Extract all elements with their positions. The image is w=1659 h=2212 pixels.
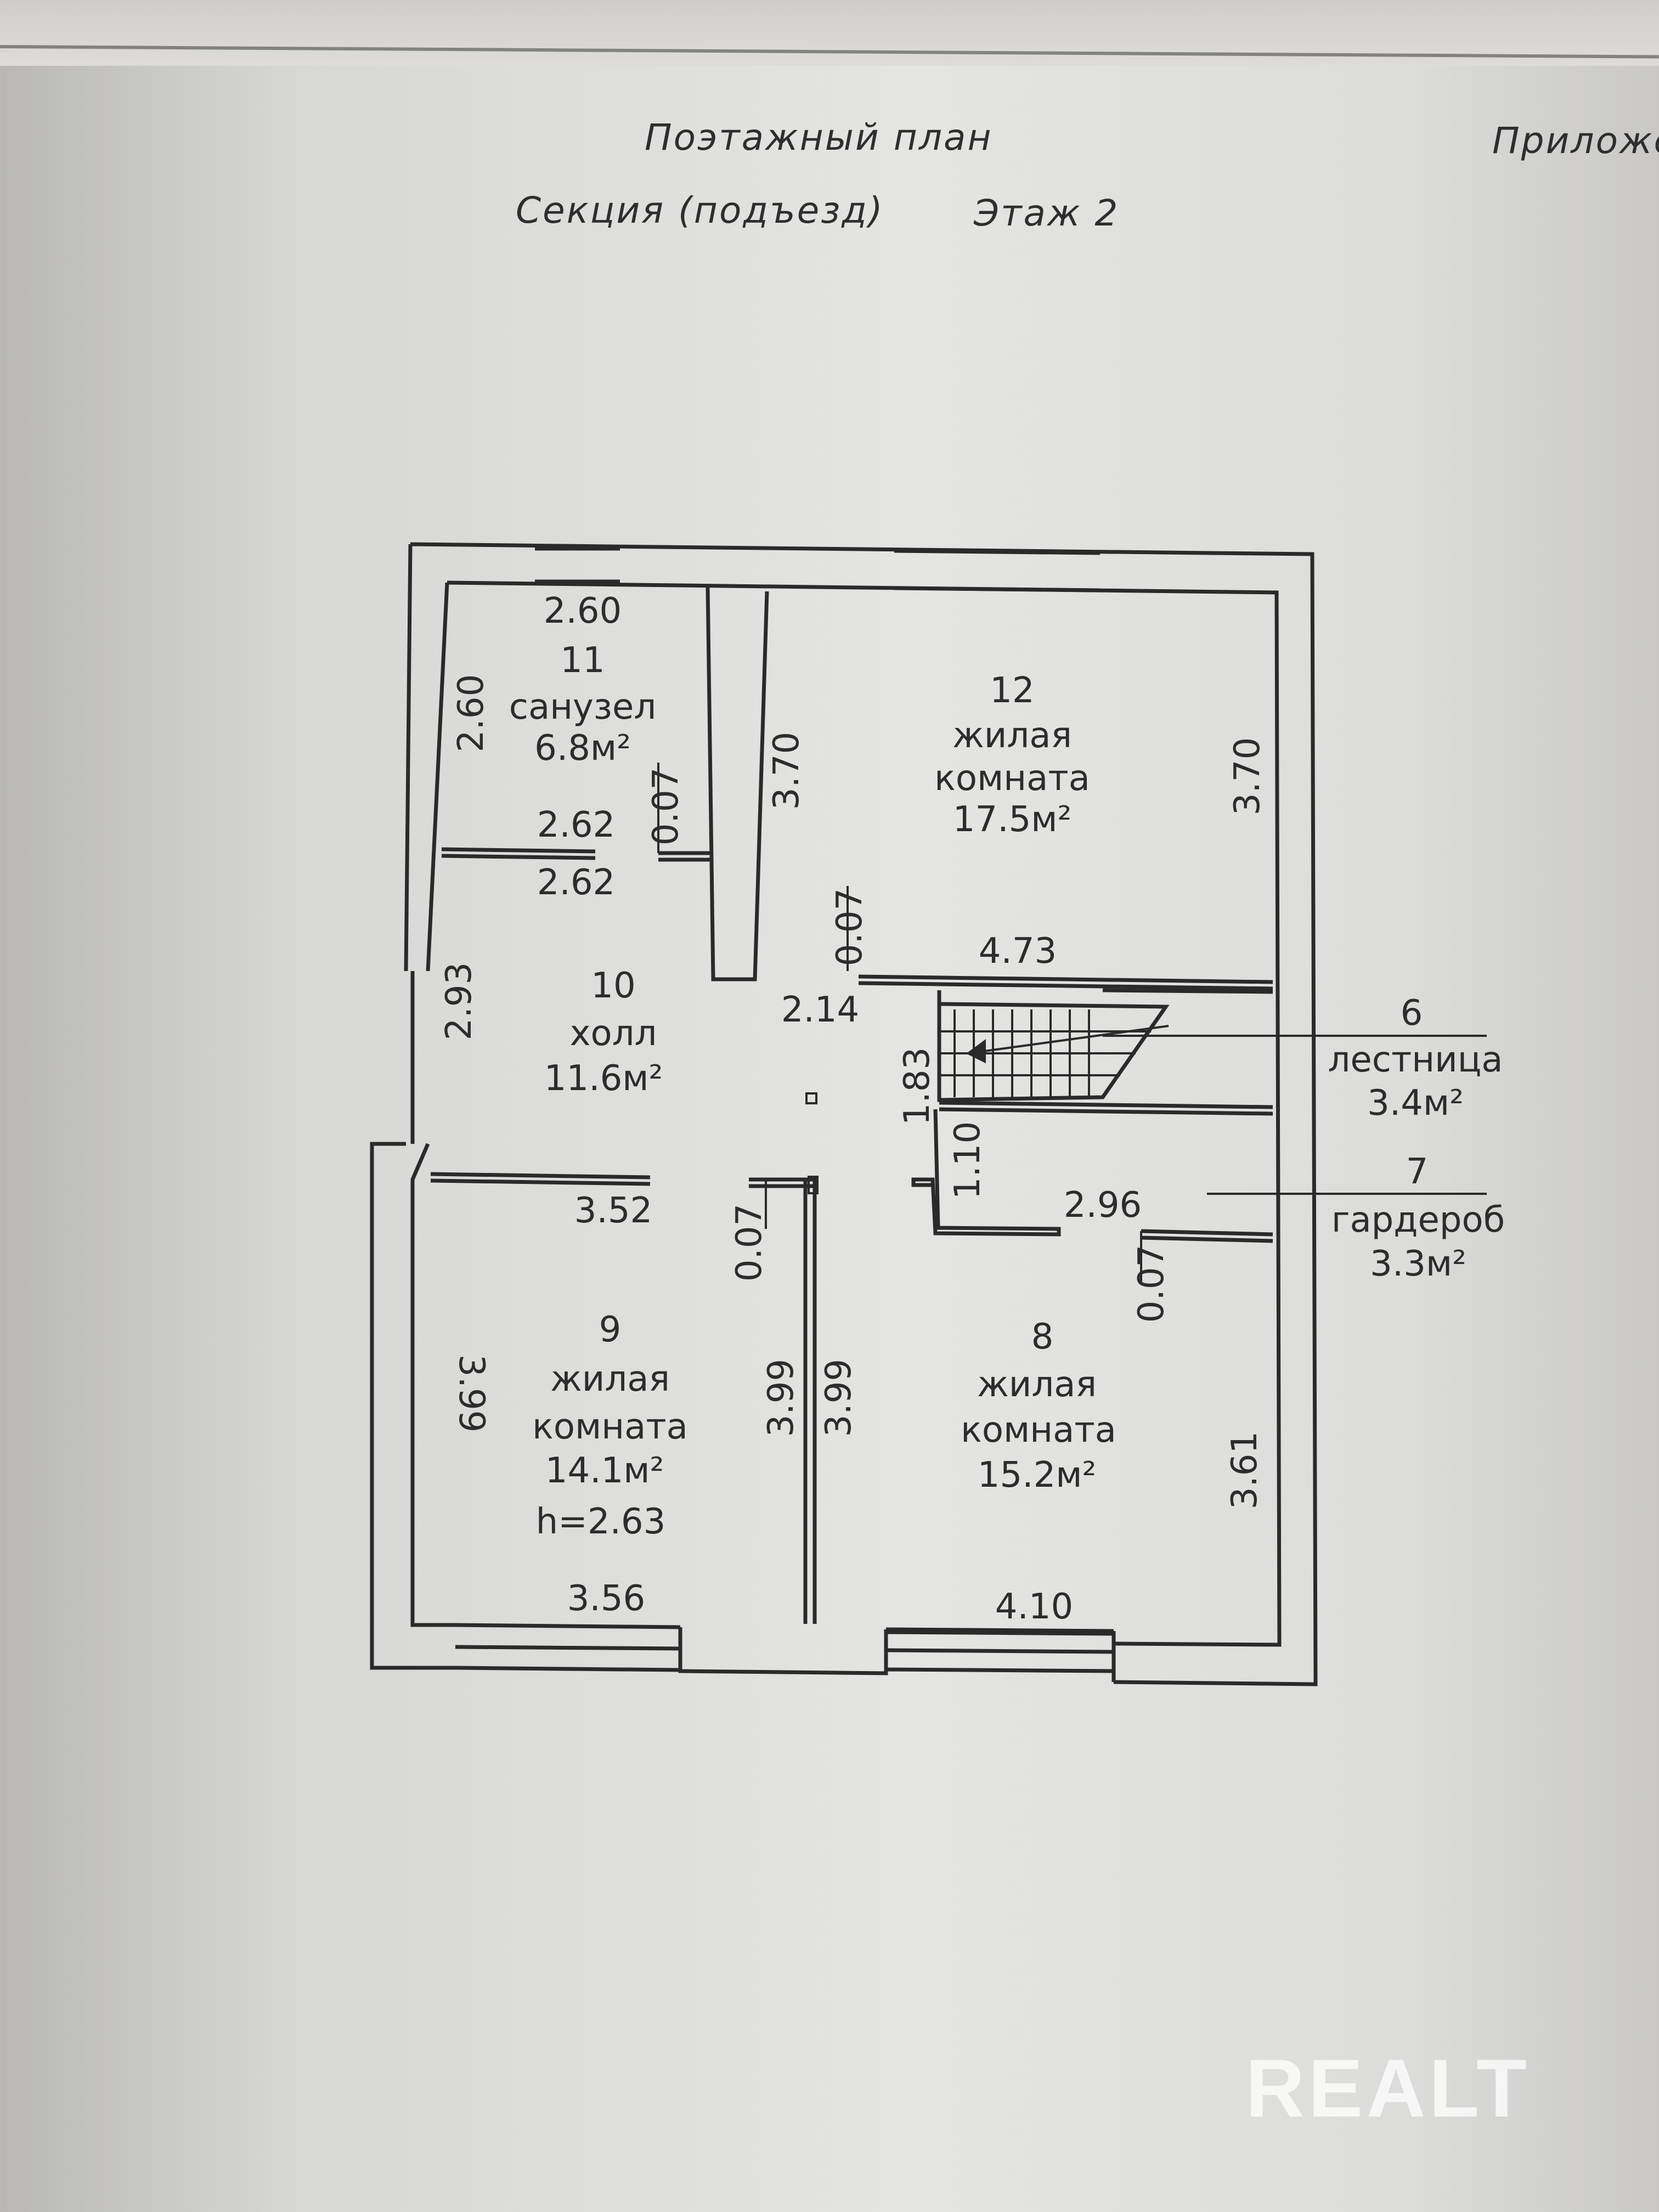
stair-steps [939,1009,1169,1097]
room12-name-2: комната [934,758,1090,799]
stair-outline [937,990,1170,1102]
stair-arrow-head [966,1039,986,1064]
room9-name-1: жилая [550,1359,670,1400]
corridor-marker [808,1176,819,1194]
room9-area: 14.1м² [545,1451,664,1491]
ventilation-marker [805,1092,817,1104]
dim-room12-bottom: 4.73 [979,931,1057,972]
bathroom-bottom-wall-b [441,854,596,860]
walls [370,542,1318,1686]
hall-bottom-wall-b [430,1178,651,1186]
room10-area: 11.6м² [544,1058,663,1099]
dim-hall-top: 2.62 [537,862,616,903]
dim-room8-bottom: 4.10 [995,1587,1074,1627]
dim-room8-right: 3.61 [1224,1431,1265,1510]
hall-bottom-wall [430,1172,651,1180]
window-bottom-2 [885,1648,1114,1654]
dim-room9-door: 0.07 [729,1204,770,1282]
outer-wall-outer [370,542,1318,1686]
window-top-2 [894,549,1101,555]
dim-hall-bottom: 3.52 [574,1190,653,1231]
dim-room9-bottom: 3.56 [567,1578,646,1619]
dim-room8-left: 3.99 [819,1359,859,1437]
bathroom-right-wall [706,586,769,981]
room12-number: 12 [990,670,1034,711]
closet-wall [911,1109,1061,1237]
dim-stair: 1.83 [897,1047,938,1126]
dim-bath-top: 2.60 [544,591,622,631]
dim-hall-width: 2.14 [781,990,860,1030]
stair-bottom-wall-b [939,1107,1273,1116]
room12-name-1: жилая [952,715,1072,756]
room10-number: 10 [591,966,635,1006]
dim-bath-left: 2.60 [451,674,492,753]
room7-number: 7 [1406,1152,1429,1192]
outer-wall-bottom [455,1623,1116,1682]
closet-bottom-wall-b [1141,1235,1273,1243]
stair-arrow [968,1025,1169,1054]
dim-bath-door: 0.07 [646,768,686,846]
room9-number: 9 [599,1310,622,1350]
room8-name-1: жилая [977,1364,1097,1405]
window-top-2b [894,586,1101,592]
floor-label: Этаж 2 [974,192,1120,234]
room8-name-2: комната [961,1410,1116,1451]
dim-room12-right: 3.70 [1227,737,1268,816]
dim-room9-left: 3.99 [451,1355,492,1433]
dim-closet-w: 2.96 [1064,1185,1142,1226]
room12-bottom-wall [858,974,1273,984]
room10-name: холл [570,1013,657,1054]
section-label: Секция (подъезд) [516,189,884,232]
plan-title: Поэтажный план [645,116,993,159]
stair-bottom-wall [939,1101,1273,1109]
room9-height: h=2.63 [536,1502,666,1542]
room7-area: 3.3м² [1370,1244,1466,1284]
dim-closet-door: 0.07 [1131,1245,1172,1323]
room7-name: гардероб [1331,1200,1505,1240]
outer-wall-inner [410,580,1282,1647]
dim-corridor-v: 3.70 [766,732,807,810]
dim-bath-bottom: 2.62 [537,805,616,845]
room8-number: 8 [1031,1317,1054,1357]
leader-lines [657,763,1487,1284]
room12-area: 17.5м² [953,799,1071,840]
room11-area: 6.8м² [534,728,631,769]
bathroom-bottom-wall [441,847,596,854]
closet-bottom-wall [1141,1229,1273,1237]
window-bottom-1 [455,1645,681,1651]
dim-hall-left: 2.93 [439,962,479,1041]
room11-number: 11 [560,640,605,681]
room6-number: 6 [1401,993,1423,1034]
labels: 2.60 11 санузел 6.8м² 2.60 2.62 2.62 0.0… [439,591,1505,1627]
realt-watermark: REALT [1245,2042,1530,2134]
room6-name: лестница [1328,1040,1503,1080]
room9-name-2: комната [532,1407,688,1447]
dim-closet-v: 1.10 [947,1121,988,1200]
room12-bottom-wall-b [858,981,1273,991]
appendix-label: Приложе [1492,120,1659,162]
room6-area: 3.4м² [1367,1083,1464,1124]
room11-name: санузел [509,687,656,727]
dim-room9-right: 3.99 [761,1359,802,1437]
room8-area: 15.2м² [978,1455,1096,1496]
dim-room12-door: 0.07 [830,888,870,967]
stair-landing-line [1102,988,1273,994]
